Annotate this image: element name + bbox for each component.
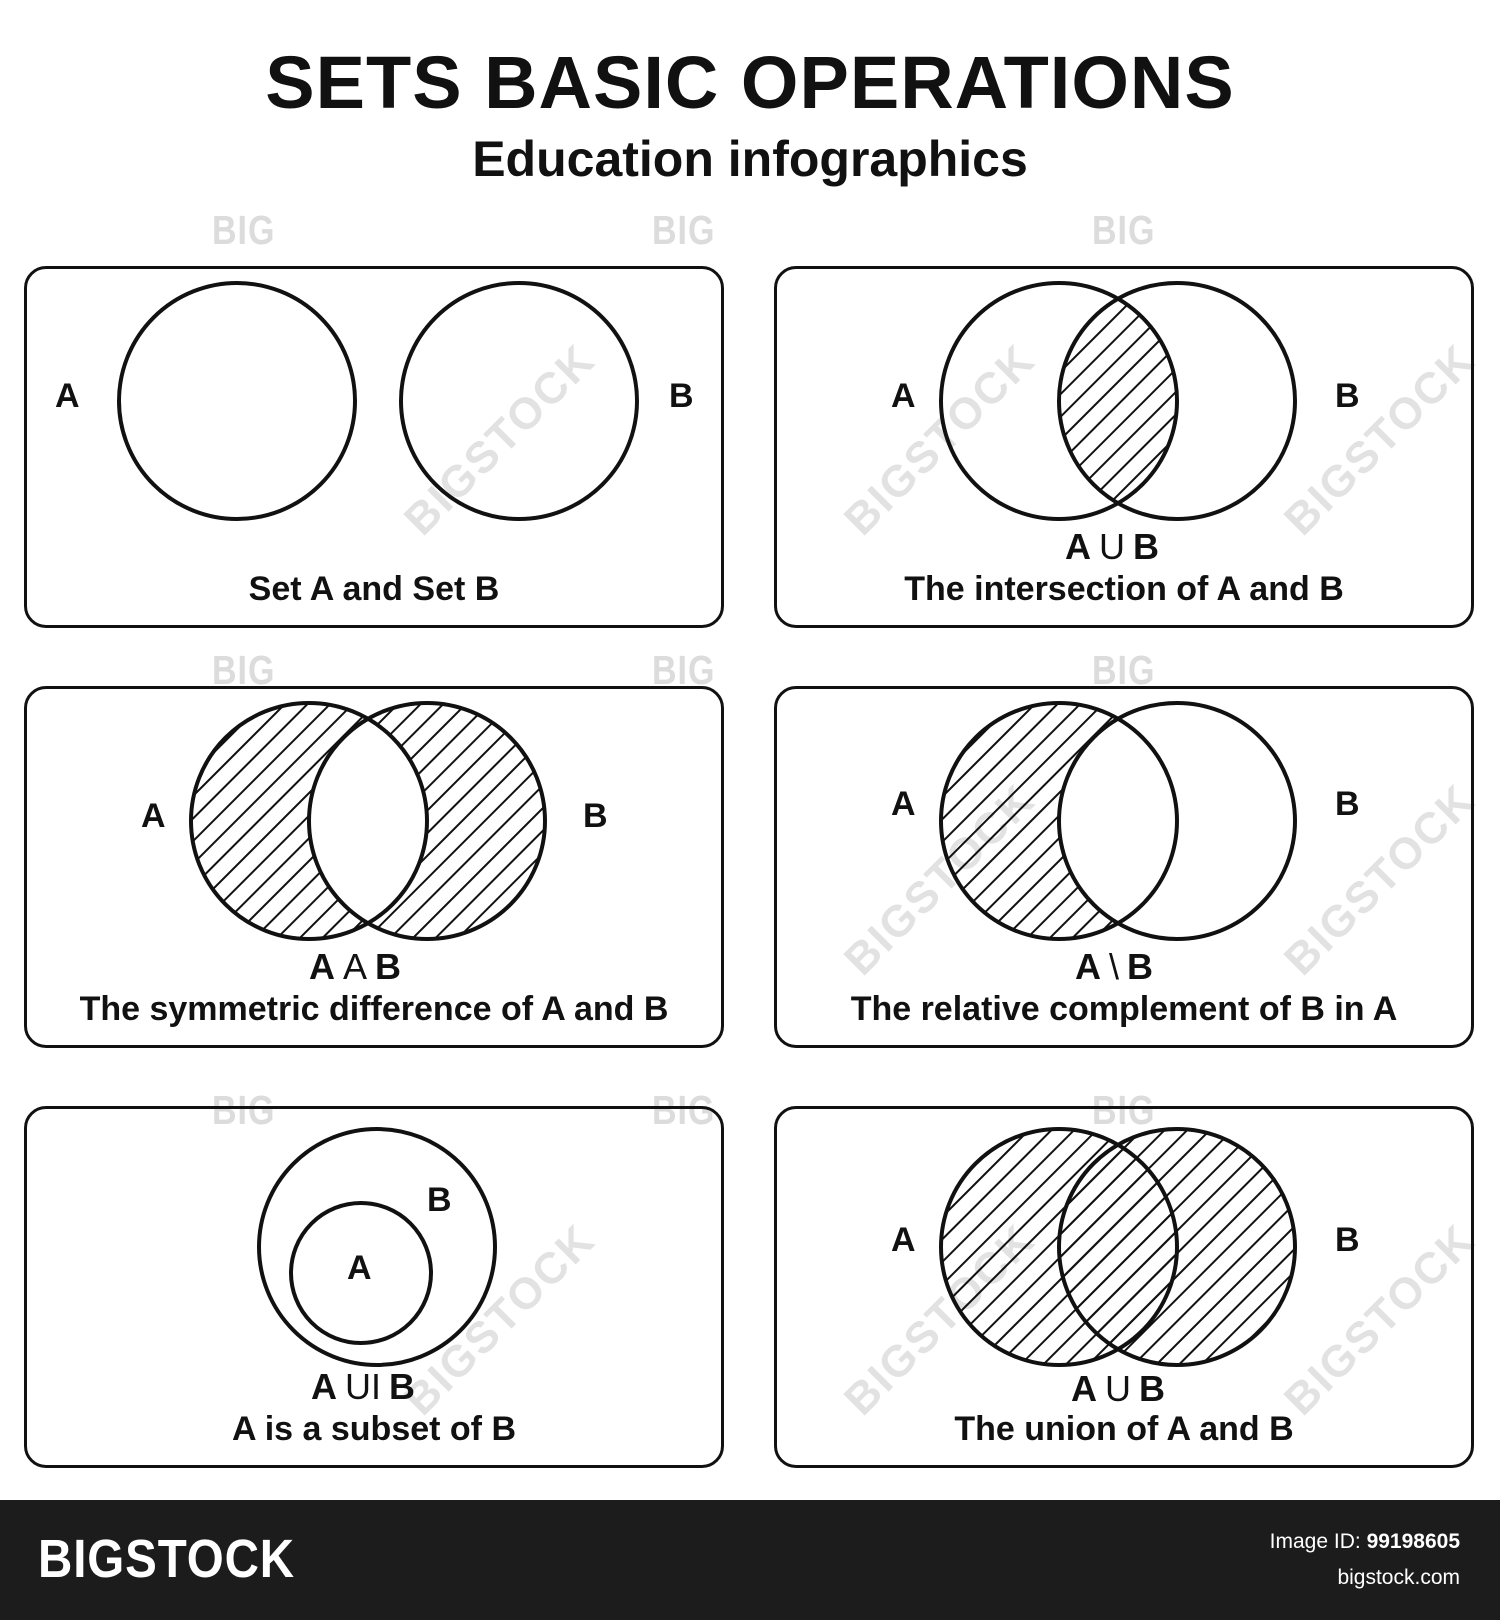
label-b: B xyxy=(1335,377,1360,415)
image-id: Image ID: 99198605 xyxy=(1270,1530,1460,1554)
notation-right: B xyxy=(1139,1368,1165,1409)
site-link[interactable]: bigstock.com xyxy=(1337,1566,1460,1589)
panel-set-a-and-b: A B Set A and Set B xyxy=(24,266,724,628)
circle-a xyxy=(939,1127,1179,1367)
notation-operator: UI xyxy=(345,1366,381,1407)
label-b: B xyxy=(583,797,608,835)
notation-operator: \ xyxy=(1109,946,1120,987)
notation-right: B xyxy=(1133,526,1159,567)
notation-right: B xyxy=(375,946,402,987)
watermark-text: BIG xyxy=(212,208,276,254)
notation-right: B xyxy=(389,1366,415,1407)
notation-right: B xyxy=(1127,946,1154,987)
label-a: A xyxy=(347,1249,372,1287)
panel-caption: A is a subset of B xyxy=(231,1410,517,1448)
venn-diagram xyxy=(257,1127,497,1367)
label-a: A xyxy=(891,1221,916,1259)
circle-b xyxy=(1057,701,1297,941)
intersection-region xyxy=(309,703,427,939)
label-b: B xyxy=(1335,1221,1360,1259)
label-a: A xyxy=(891,785,916,823)
circle-a xyxy=(289,1201,433,1345)
image-id-value: 99198605 xyxy=(1366,1530,1460,1553)
circle-b xyxy=(399,281,639,521)
circle-a xyxy=(939,281,1179,521)
circle-a xyxy=(939,701,1179,941)
watermark-text: BIG xyxy=(212,1088,276,1134)
circle-b xyxy=(307,701,547,941)
footer-bar: BIGSTOCK Image ID: 99198605 bigstock.com xyxy=(0,1500,1500,1620)
circle-a xyxy=(117,281,357,521)
notation-left: A xyxy=(1065,526,1091,567)
panel-caption: The intersection of A and B xyxy=(904,570,1344,608)
panel-caption: Set A and Set B xyxy=(248,570,500,608)
label-a: A xyxy=(141,797,166,835)
set-notation: A\B xyxy=(1075,947,1153,987)
notation-left: A xyxy=(1071,1368,1097,1409)
watermark-text: BIG xyxy=(1092,208,1156,254)
watermark-text: BIG xyxy=(1092,1088,1156,1134)
circle-b xyxy=(1057,281,1297,521)
panel-relative-complement: A B A\B The relative complement of B in … xyxy=(774,686,1474,1048)
circle-b xyxy=(1057,1127,1297,1367)
circle-a xyxy=(189,701,429,941)
panel-caption: The relative complement of B in A xyxy=(850,990,1398,1028)
page-title: SETS BASIC OPERATIONS xyxy=(265,41,1235,124)
notation-operator: A xyxy=(343,946,368,987)
circle-b xyxy=(257,1127,497,1367)
page-subtitle: Education infographics xyxy=(472,131,1028,187)
notation-left: A xyxy=(311,1366,337,1407)
label-b: B xyxy=(1335,785,1360,823)
intersection-region xyxy=(1059,703,1177,939)
label-a: A xyxy=(55,377,80,415)
intersection-region xyxy=(1059,283,1177,519)
watermark-text: BIG xyxy=(652,208,716,254)
venn-diagram xyxy=(117,281,639,521)
panel-caption: The symmetric difference of A and B xyxy=(79,990,669,1028)
label-b: B xyxy=(427,1181,452,1219)
notation-operator: U xyxy=(1099,526,1125,567)
notation-left: A xyxy=(309,946,335,987)
notation-operator: U xyxy=(1105,1368,1131,1409)
venn-diagram xyxy=(939,281,1297,521)
venn-diagram xyxy=(939,1127,1297,1367)
venn-diagram xyxy=(189,701,547,941)
image-id-label: Image ID: xyxy=(1269,1530,1361,1553)
label-a: A xyxy=(891,377,916,415)
label-b: B xyxy=(669,377,694,415)
venn-diagram xyxy=(939,701,1297,941)
panel-caption: The union of A and B xyxy=(954,1410,1294,1448)
notation-left: A xyxy=(1075,946,1101,987)
brand-logo: BIGSTOCK xyxy=(38,1529,295,1589)
